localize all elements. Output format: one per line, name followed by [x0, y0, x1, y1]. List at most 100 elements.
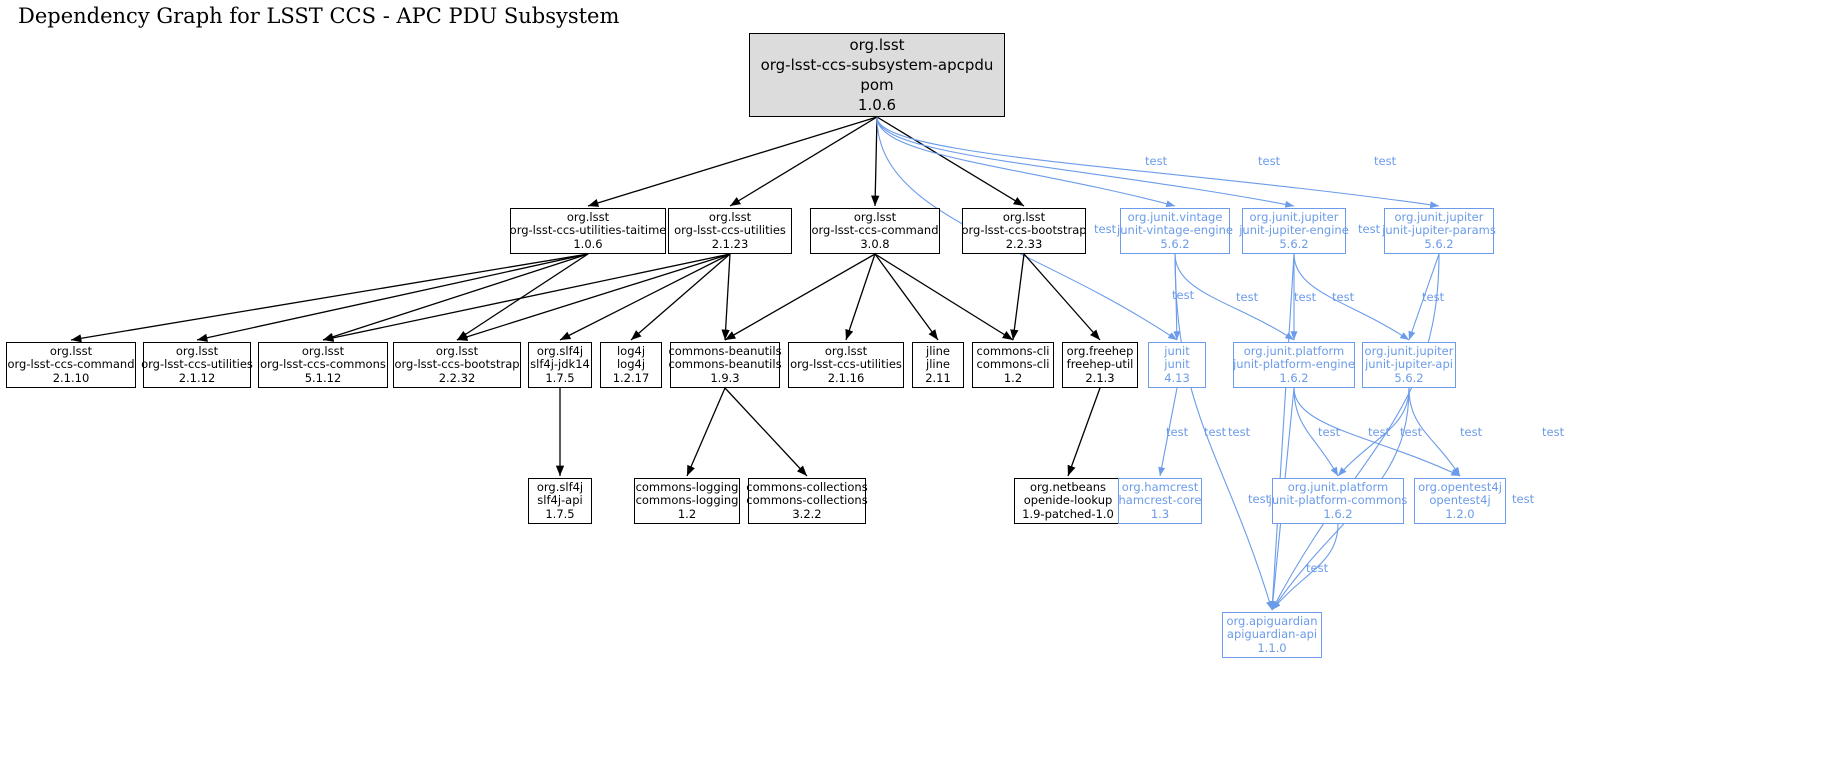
edge-label-test: test	[1542, 425, 1565, 439]
node-group: org.hamcrest	[1121, 479, 1199, 494]
node-artifact: junit-vintage-engine	[1117, 223, 1233, 238]
edge-utilities2123-to-slf4jjdk14	[559, 253, 731, 341]
edge-label-test: test	[1145, 154, 1168, 168]
edge-utilities2123-to-beanutils	[721, 253, 731, 341]
node-group: org.lsst	[849, 36, 905, 54]
edge-root-to-utilities2123	[729, 116, 878, 207]
node-group: jline	[926, 343, 950, 358]
node-version: 4.13	[1164, 370, 1190, 385]
node-group: org.apiguardian	[1226, 613, 1318, 628]
node-group: commons-cli	[976, 343, 1050, 358]
node-version: 5.6.2	[1424, 236, 1454, 251]
node-artifact: org-lsst-ccs-bootstrap	[961, 223, 1087, 238]
edge-label-test: test	[1306, 561, 1329, 575]
node-group: junit	[1164, 343, 1190, 358]
node-group: commons-collections	[746, 479, 868, 494]
node-group: org.junit.jupiter	[1249, 209, 1339, 224]
edge-utilities2123-to-commons5112	[322, 253, 731, 342]
node-artifact: freehep-util	[1066, 357, 1134, 372]
node-artifact: org-lsst-ccs-utilities	[674, 223, 786, 238]
edge-taitime-to-commons5112	[322, 253, 589, 341]
node-artifact: commons-beanutils	[668, 357, 782, 372]
edge-label-test: test	[1228, 425, 1251, 439]
edge-root-to-jupiterengine	[876, 116, 1295, 208]
node-version: 2.2.32	[438, 370, 476, 385]
node-artifact: junit-platform-engine	[1233, 357, 1355, 372]
edge-label-test: test	[1094, 222, 1117, 236]
node-version: 1.1.0	[1257, 640, 1287, 655]
node-artifact: opentest4j	[1429, 493, 1491, 508]
node-version: 5.6.2	[1160, 236, 1190, 251]
node-version: 1.3	[1150, 506, 1170, 521]
node-artifact: junit-jupiter-engine	[1239, 223, 1349, 238]
node-artifact: junit-platform-commons	[1268, 493, 1408, 508]
node-group: commons-beanutils	[668, 343, 782, 358]
node-group: org.junit.jupiter	[1364, 343, 1454, 358]
node-version: 2.1.16	[827, 370, 865, 385]
node-group: org.slf4j	[536, 479, 584, 494]
edge-platformcommons-to-apiguardian	[1271, 523, 1339, 611]
node-version: 1.2.17	[612, 370, 650, 385]
node-version: 1.2	[677, 506, 697, 521]
node-version: 5.6.2	[1279, 236, 1309, 251]
node-version: 2.2.33	[1005, 236, 1043, 251]
node-artifact: commons-logging	[635, 493, 739, 508]
node-artifact: org-lsst-ccs-command	[811, 223, 939, 238]
node-group: commons-logging	[635, 479, 739, 494]
edge-command308-to-utilities2116	[845, 253, 876, 341]
node-version: 1.9-patched-1.0	[1022, 506, 1114, 521]
node-group: org.lsst	[1002, 209, 1046, 224]
node-group: org.junit.jupiter	[1394, 209, 1484, 224]
node-artifact: org-lsst-ccs-utilities-taitime	[509, 223, 667, 238]
edge-label-test: test	[1258, 154, 1281, 168]
node-group: org.lsst	[566, 209, 610, 224]
edge-label-test: test	[1172, 288, 1195, 302]
edge-label-test: test	[1236, 290, 1259, 304]
node-group: org.lsst	[853, 209, 897, 224]
node-group: org.lsst	[708, 209, 752, 224]
page-title: Dependency Graph for LSST CCS - APC PDU …	[18, 4, 620, 28]
node-artifact: jline	[926, 357, 950, 372]
edge-jupiterengine-to-apiguardian	[1269, 253, 1295, 611]
edge-label-test: test	[1422, 290, 1445, 304]
node-artifact: apiguardian-api	[1226, 627, 1318, 642]
edge-root-to-bootstrap2233	[876, 116, 1025, 207]
node-version: 2.11	[925, 370, 951, 385]
edge-command308-to-jline	[874, 253, 939, 341]
node-artifact: junit-jupiter-api	[1365, 357, 1453, 372]
node-version: 5.6.2	[1394, 370, 1424, 385]
node-group: org.junit.platform	[1287, 479, 1389, 494]
node-artifact: org-lsst-ccs-utilities	[141, 357, 253, 372]
node-version: 1.7.5	[545, 370, 575, 385]
